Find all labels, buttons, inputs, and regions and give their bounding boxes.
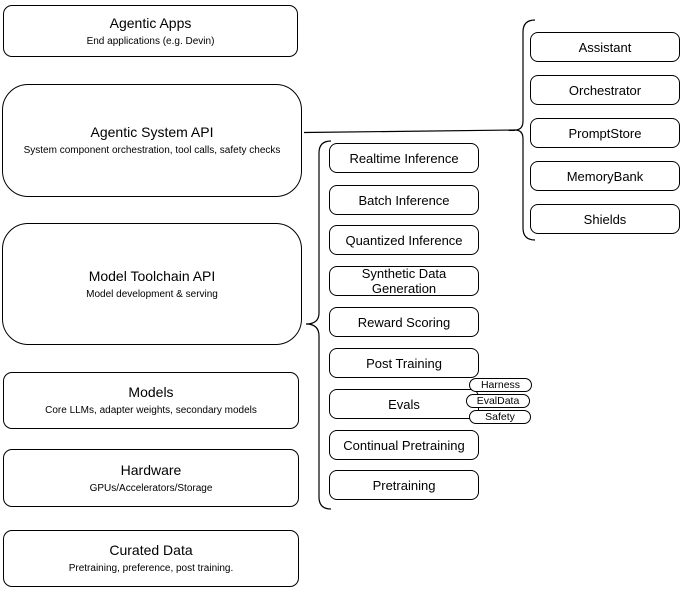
- node-agentic-apps: Agentic Apps End applications (e.g. Devi…: [3, 5, 298, 57]
- node-models: Models Core LLMs, adapter weights, secon…: [3, 372, 299, 429]
- node-title: Model Toolchain API: [88, 267, 216, 284]
- node-assistant: Assistant: [530, 32, 680, 62]
- tag-evaldata: EvalData: [466, 394, 530, 408]
- tag-harness: Harness: [469, 378, 532, 392]
- node-label: MemoryBank: [566, 168, 644, 184]
- node-post-training: Post Training: [329, 348, 479, 378]
- node-synthetic-data-generation: Synthetic Data Generation: [329, 266, 479, 296]
- node-pretraining: Pretraining: [329, 470, 479, 500]
- node-batch-inference: Batch Inference: [329, 185, 479, 215]
- node-title: Hardware: [120, 461, 182, 478]
- node-realtime-inference: Realtime Inference: [329, 143, 479, 173]
- node-title: Models: [128, 384, 174, 400]
- tag-label: Harness: [480, 379, 521, 391]
- node-model-toolchain-api: Model Toolchain API Model development & …: [2, 223, 302, 345]
- node-hardware: Hardware GPUs/Accelerators/Storage: [3, 449, 299, 507]
- node-label: Orchestrator: [568, 82, 642, 98]
- node-label: Evals: [388, 396, 420, 412]
- node-label: Assistant: [578, 39, 632, 55]
- node-label: Realtime Inference: [349, 150, 459, 166]
- node-memorybank: MemoryBank: [530, 161, 680, 191]
- system-api-connector: [303, 129, 516, 134]
- node-promptstore: PromptStore: [530, 118, 680, 148]
- tag-safety: Safety: [469, 410, 531, 424]
- node-label: PromptStore: [568, 125, 642, 141]
- node-title: Curated Data: [109, 542, 193, 558]
- node-label: Synthetic Data Generation: [361, 266, 447, 296]
- node-subtitle: Pretraining, preference, post training.: [68, 563, 234, 574]
- node-quantized-inference: Quantized Inference: [329, 225, 479, 255]
- node-title: Agentic Apps: [109, 14, 192, 31]
- node-label: Continual Pretraining: [343, 437, 465, 453]
- node-evals: Evals: [329, 389, 479, 419]
- toolchain-bracket: [305, 140, 332, 510]
- node-subtitle: Model development & serving: [86, 288, 218, 300]
- node-subtitle: GPUs/Accelerators/Storage: [89, 482, 213, 494]
- node-label: Quantized Inference: [345, 232, 463, 248]
- tag-label: EvalData: [476, 395, 520, 407]
- node-continual-pretraining: Continual Pretraining: [329, 430, 479, 460]
- node-label: Pretraining: [372, 477, 436, 493]
- node-subtitle: End applications (e.g. Devin): [86, 35, 215, 47]
- node-agentic-system-api: Agentic System API System component orch…: [2, 84, 302, 197]
- node-title: Agentic System API: [90, 124, 214, 140]
- node-orchestrator: Orchestrator: [530, 75, 680, 105]
- node-curated-data: Curated Data Pretraining, preference, po…: [3, 530, 299, 587]
- node-reward-scoring: Reward Scoring: [329, 307, 479, 337]
- node-label: Reward Scoring: [357, 314, 451, 330]
- tag-label: Safety: [485, 411, 515, 423]
- node-subtitle: Core LLMs, adapter weights, secondary mo…: [45, 405, 257, 416]
- node-shields: Shields: [530, 204, 680, 234]
- node-label: Shields: [583, 211, 627, 227]
- node-label: Batch Inference: [358, 192, 450, 208]
- node-label: Post Training: [366, 355, 442, 371]
- node-subtitle: System component orchestration, tool cal…: [23, 145, 281, 156]
